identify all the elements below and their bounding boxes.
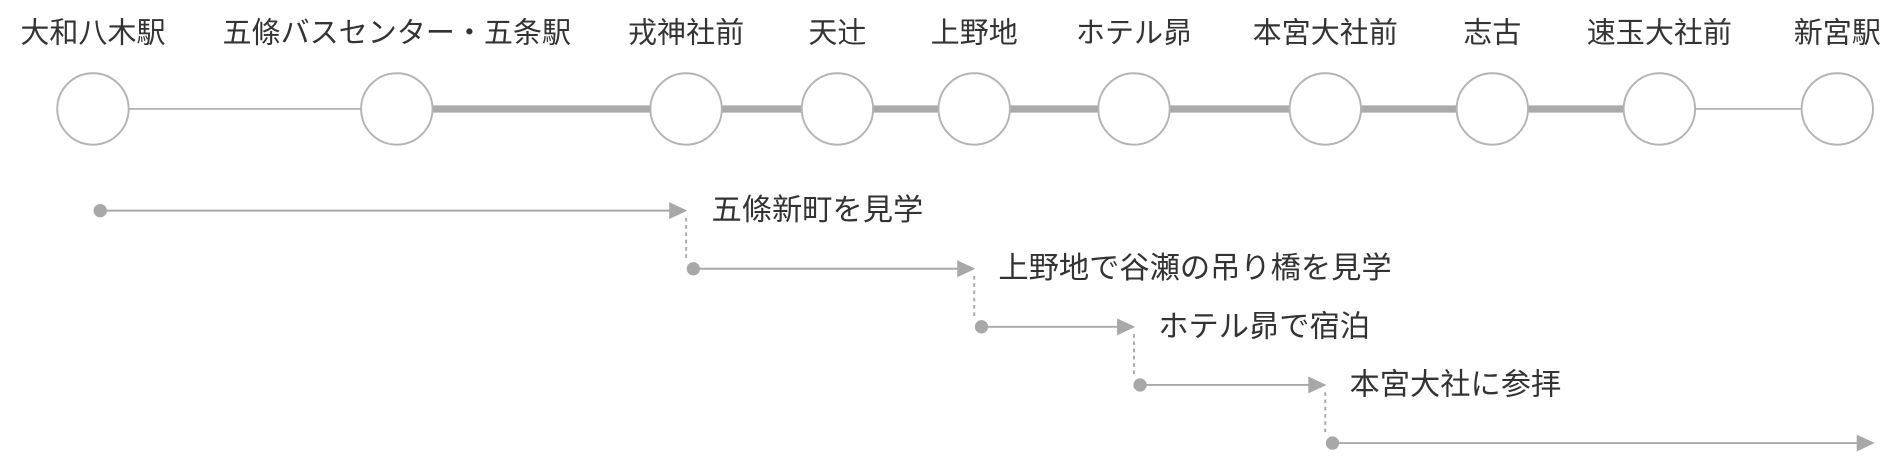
station-label: 本宮大社前	[1253, 16, 1398, 50]
leg-label: 上野地で谷瀬の吊り橋を見学	[998, 251, 1391, 286]
station-yamato-yagi: 大和八木駅	[20, 16, 166, 146]
leg-arrowhead	[957, 260, 976, 278]
station-marker	[649, 72, 723, 146]
station-tentsuji: 天辻	[800, 16, 875, 146]
station-label: 上野地	[931, 16, 1018, 50]
station-label: 新宮駅	[1794, 16, 1881, 50]
station-marker	[937, 72, 1011, 146]
itinerary-leg-1: 五條新町を見学	[93, 193, 924, 228]
station-gojo-bus-center: 五條バスセンター・五条駅	[223, 16, 572, 146]
station-marker	[1097, 72, 1171, 146]
station-label: 天辻	[808, 16, 866, 50]
itinerary-leg-4: 本宮大社に参拝	[1133, 334, 1561, 402]
station-label: 志古	[1463, 16, 1521, 50]
station-label: 大和八木駅	[20, 16, 165, 50]
itinerary-leg-5	[1324, 392, 1875, 452]
station-shiko: 志古	[1455, 16, 1529, 146]
leg-arrowhead	[1117, 318, 1136, 336]
station-marker	[800, 72, 875, 146]
station-uenoji: 上野地	[931, 16, 1018, 146]
itinerary-leg-2: 上野地で谷瀬の吊り橋を見学	[685, 217, 1392, 286]
station-hongu-taisha-mae: 本宮大社前	[1253, 16, 1398, 146]
station-label: ホテル昴	[1076, 16, 1192, 50]
leg-arrowhead	[669, 202, 688, 220]
station-shingu: 新宮駅	[1794, 16, 1881, 146]
station-marker	[1288, 72, 1362, 146]
leg-label: ホテル昴で宿泊	[1158, 309, 1370, 344]
station-label: 五條バスセンター・五条駅	[223, 16, 572, 50]
station-marker	[56, 72, 130, 146]
station-label: 戎神社前	[628, 16, 744, 50]
leg-arrowhead	[1308, 376, 1327, 394]
leg-arrowhead	[1856, 434, 1875, 452]
station-label: 速玉大社前	[1587, 16, 1732, 50]
station-marker	[1455, 72, 1529, 146]
station-hotel-subaru: ホテル昴	[1076, 16, 1192, 146]
itinerary-leg-3: ホテル昴で宿泊	[973, 276, 1370, 344]
station-ebisu-jinja-mae: 戎神社前	[628, 16, 744, 146]
station-hayatama-taisha-mae: 速玉大社前	[1587, 16, 1732, 146]
station-marker	[1622, 72, 1697, 146]
leg-label: 五條新町を見学	[712, 193, 924, 228]
station-marker	[360, 72, 434, 146]
leg-label: 本宮大社に参拝	[1349, 367, 1561, 402]
station-marker	[1800, 72, 1874, 146]
